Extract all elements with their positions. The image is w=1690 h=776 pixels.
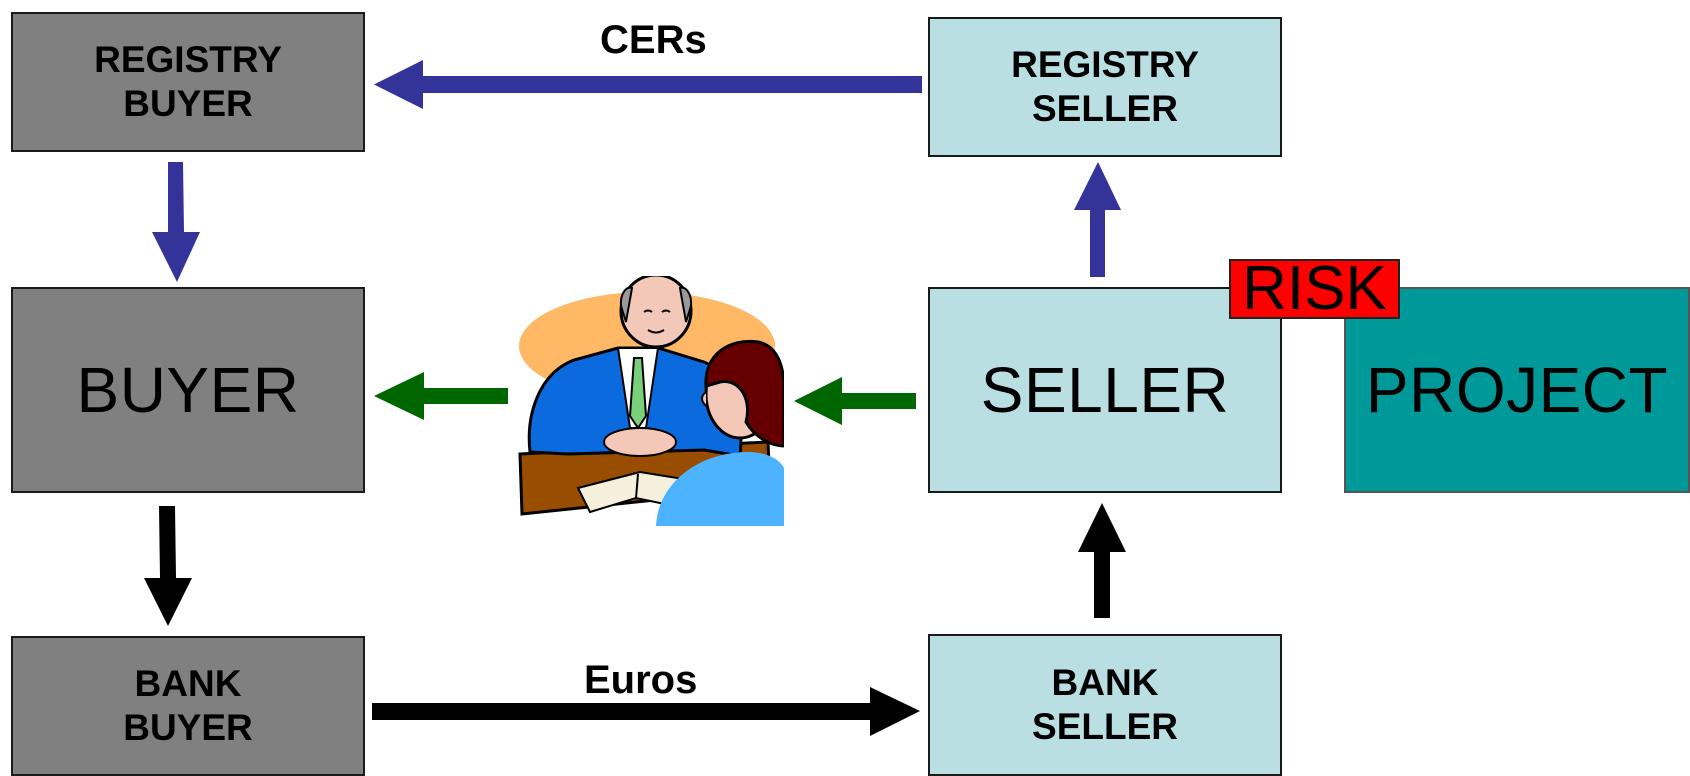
seller-box: SELLER: [928, 287, 1282, 493]
registry-to-buyer-arrow: [152, 162, 200, 282]
buyer-to-bank-arrow: [144, 506, 192, 626]
cers-arrow: [374, 60, 922, 109]
buyer-box: BUYER: [11, 287, 365, 493]
buyer-label: BUYER: [76, 354, 300, 426]
risk-badge: RISK: [1229, 258, 1400, 320]
seller-to-registry-arrow: [1074, 162, 1121, 277]
bank-seller-box: BANK SELLER: [928, 634, 1282, 776]
registry-buyer-label: REGISTRY BUYER: [94, 39, 282, 124]
business-meeting-icon: [518, 276, 784, 526]
project-box: PROJECT: [1344, 287, 1690, 493]
euros-flow-label: Euros: [584, 658, 698, 702]
cers-flow-label: CERs: [600, 18, 707, 62]
registry-buyer-box: REGISTRY BUYER: [11, 12, 365, 152]
seller-label: SELLER: [980, 354, 1230, 426]
seller-to-meeting-arrow: [794, 377, 916, 425]
meeting-to-buyer-arrow: [374, 372, 508, 420]
registry-seller-label: REGISTRY SELLER: [1011, 44, 1199, 129]
bank-seller-label: BANK SELLER: [1032, 662, 1178, 747]
registry-seller-box: REGISTRY SELLER: [928, 17, 1282, 157]
bank-buyer-label: BANK BUYER: [123, 663, 253, 748]
bank-to-seller-arrow: [1078, 503, 1126, 618]
project-label: PROJECT: [1365, 354, 1669, 426]
risk-label: RISK: [1242, 254, 1387, 323]
euros-arrow: [372, 687, 920, 736]
bank-buyer-box: BANK BUYER: [11, 636, 365, 776]
